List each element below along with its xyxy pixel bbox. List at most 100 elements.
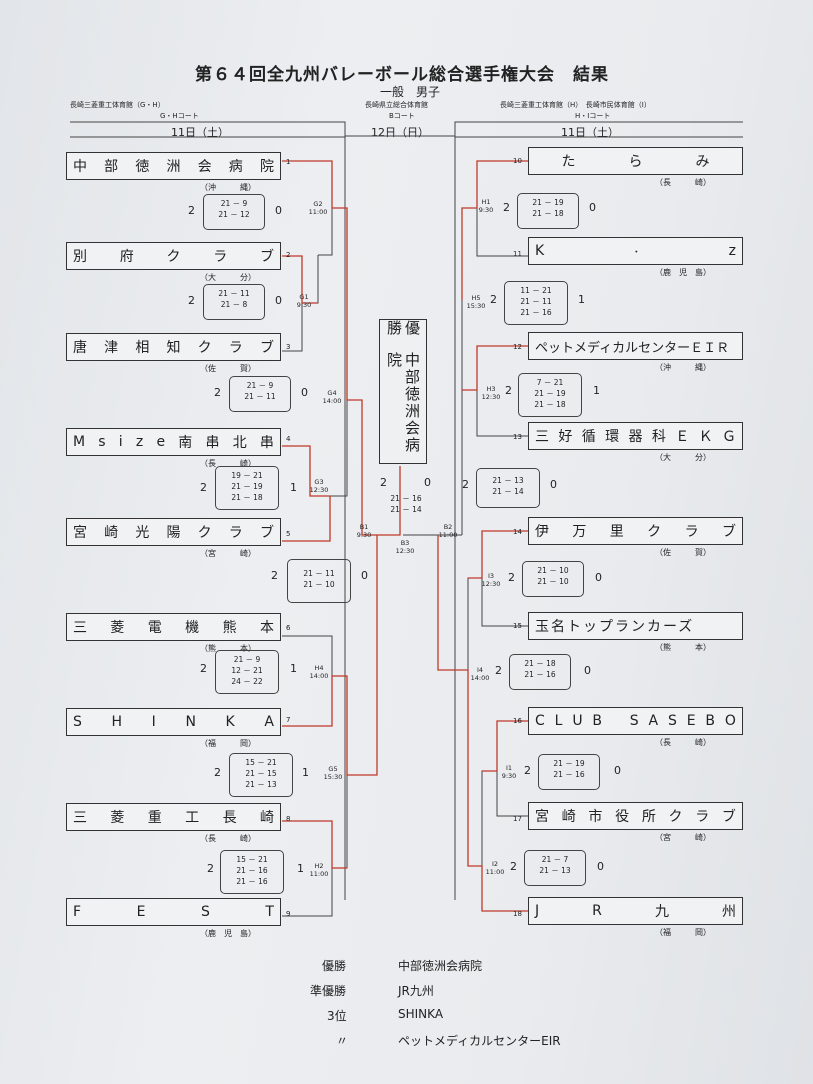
team-pref: （長 崎） bbox=[655, 738, 711, 747]
sets-won: 2 bbox=[207, 862, 214, 875]
sets-lost: 1 bbox=[593, 384, 600, 397]
sets-won: 2 bbox=[214, 766, 221, 779]
team-seed: 11 bbox=[513, 250, 522, 258]
sets-lost: 0 bbox=[275, 294, 282, 307]
left-day: 11日（土） bbox=[171, 126, 229, 139]
team-seed: 18 bbox=[513, 910, 522, 918]
team-pref: （鹿 児 島） bbox=[200, 929, 256, 938]
sets-won: 2 bbox=[462, 478, 469, 491]
team-pref: （宮 崎） bbox=[200, 549, 256, 558]
team-seed: 2 bbox=[286, 251, 291, 259]
team-pref: （佐 賀） bbox=[655, 548, 711, 557]
sets-lost: 1 bbox=[290, 662, 297, 675]
result-rank: 3位 bbox=[327, 1009, 347, 1023]
team-seed: 15 bbox=[513, 622, 522, 630]
right-venue: 長崎三菱重工体育館（H） 長崎市民体育館（I） bbox=[500, 101, 651, 109]
team-seed: 16 bbox=[513, 717, 522, 725]
team-seed: 13 bbox=[513, 433, 522, 441]
team-box: 宮崎市役所クラブ bbox=[528, 802, 743, 830]
result-team: JR九州 bbox=[398, 984, 434, 998]
team-seed: 9 bbox=[286, 910, 291, 918]
team-seed: 14 bbox=[513, 528, 522, 536]
team-seed: 3 bbox=[286, 343, 291, 351]
sets-won: 2 bbox=[490, 293, 497, 306]
division-label: 一般 男子 bbox=[380, 85, 441, 99]
team-box: 別府クラブ bbox=[66, 242, 281, 270]
team-pref: （熊 本） bbox=[655, 643, 711, 652]
team-box: 三菱重工長崎 bbox=[66, 803, 281, 831]
sets-won: 2 bbox=[188, 204, 195, 217]
champion-label: 優勝 bbox=[385, 320, 421, 337]
sets-won: 2 bbox=[188, 294, 195, 307]
sets-won: 2 bbox=[271, 569, 278, 582]
sets-lost: 1 bbox=[578, 293, 585, 306]
team-pref: （福 岡） bbox=[655, 928, 711, 937]
team-seed: 4 bbox=[286, 435, 291, 443]
champion-path bbox=[282, 160, 401, 536]
team-seed: 6 bbox=[286, 624, 291, 632]
team-pref: （大 分） bbox=[655, 453, 711, 462]
left-header-rule bbox=[70, 121, 346, 900]
sets-lost: 0 bbox=[595, 571, 602, 584]
sets-won: 2 bbox=[510, 860, 517, 873]
team-seed: 10 bbox=[513, 157, 522, 165]
sets-lost: 0 bbox=[301, 386, 308, 399]
team-pref: （大 分） bbox=[200, 273, 256, 282]
sets-won: 2 bbox=[214, 386, 221, 399]
sets-lost: 0 bbox=[589, 201, 596, 214]
team-pref: （福 岡） bbox=[200, 739, 256, 748]
sets-won: 2 bbox=[505, 384, 512, 397]
team-seed: 12 bbox=[513, 343, 522, 351]
left-venue: 長崎三菱重工体育館（G・H） bbox=[70, 101, 165, 109]
team-box: 玉名トップランカーズ bbox=[528, 612, 743, 640]
right-day: 11日（土） bbox=[561, 126, 619, 139]
sets-won: 2 bbox=[503, 201, 510, 214]
sets-won: 2 bbox=[495, 664, 502, 677]
team-pref: （沖 縄） bbox=[655, 363, 711, 372]
team-box: 唐津相知クラブ bbox=[66, 333, 281, 361]
team-box: K・z bbox=[528, 237, 743, 265]
sets-won: 2 bbox=[508, 571, 515, 584]
team-seed: 8 bbox=[286, 815, 291, 823]
team-pref: （熊 本） bbox=[200, 644, 256, 653]
champion-box: 優勝 中部徳洲会病院 bbox=[379, 319, 427, 464]
team-pref: （長 崎） bbox=[200, 834, 256, 843]
result-team: 中部徳洲会病院 bbox=[398, 959, 483, 973]
